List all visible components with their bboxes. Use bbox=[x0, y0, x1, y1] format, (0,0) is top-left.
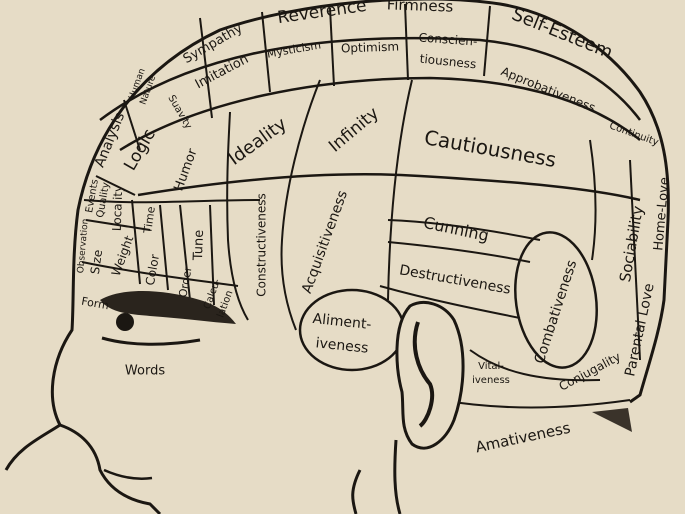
region-label: Conjugality bbox=[557, 349, 623, 393]
region-label: Reverence bbox=[276, 0, 368, 28]
region-label: Self-Esteem bbox=[509, 4, 616, 63]
region-label: Firmness bbox=[386, 0, 453, 16]
region-label: Continuity bbox=[608, 121, 660, 149]
region-label: Optimism bbox=[341, 39, 400, 55]
region-label: Time bbox=[141, 205, 158, 235]
region-label: Amativeness bbox=[474, 419, 572, 457]
ear bbox=[395, 301, 465, 450]
region-label: Parental Love bbox=[622, 282, 657, 378]
region-label: Order bbox=[176, 265, 194, 299]
region-label: Color bbox=[143, 253, 162, 286]
region-label: Combativeness bbox=[532, 258, 581, 365]
region-label: Ideality bbox=[225, 113, 291, 169]
region-label: Size bbox=[88, 249, 105, 275]
region-label: Locality bbox=[110, 185, 126, 232]
region-label: Vital- bbox=[478, 361, 504, 372]
region-label: Aliment- bbox=[312, 311, 372, 333]
region-label: Tune bbox=[191, 230, 207, 262]
region-label: Mysticism bbox=[266, 38, 322, 60]
region-label: tiousness bbox=[419, 52, 477, 72]
region-label: Approbativeness bbox=[499, 64, 597, 115]
region-label: Destructiveness bbox=[398, 262, 512, 297]
region-label: Constructiveness bbox=[255, 193, 269, 296]
region-label: Logic bbox=[120, 126, 160, 174]
region-label: Sociability bbox=[616, 204, 647, 283]
region-label: Words bbox=[125, 364, 165, 379]
region-label: Observation bbox=[76, 218, 91, 273]
region-label: Home-Love bbox=[651, 177, 672, 252]
region-label: Infinity bbox=[325, 103, 383, 156]
region-label: Conscien- bbox=[418, 30, 478, 48]
region-label: Cunning bbox=[422, 213, 491, 245]
region-label: Acquisitiveness bbox=[299, 188, 351, 295]
region-label: iveness bbox=[472, 375, 510, 386]
eye bbox=[100, 291, 236, 324]
region-label: Form bbox=[80, 295, 110, 313]
region-label: Cautiousness bbox=[422, 125, 558, 172]
region-label: iveness bbox=[315, 335, 369, 356]
head-outline bbox=[4, 0, 670, 471]
